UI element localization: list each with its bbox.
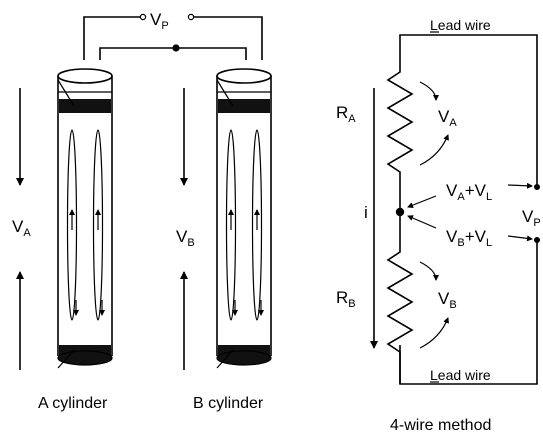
svg-text:VB: VB	[438, 289, 457, 311]
four-wire-circuit: Lead wire Lead wire RA RB i VA	[336, 17, 541, 434]
cylinder-b	[216, 68, 272, 369]
lead-wire-bottom-label: Lead wire	[430, 367, 491, 383]
method-label: 4-wire method	[390, 417, 491, 434]
current-arrow: i	[364, 88, 378, 349]
cylinder-diagram: VP	[12, 10, 272, 412]
svg-text:i: i	[364, 203, 368, 222]
resistor-b: RB	[336, 212, 414, 384]
svg-text:VA: VA	[12, 217, 31, 239]
svg-text:VP: VP	[150, 10, 169, 32]
cylinder-b-label: B cylinder	[193, 395, 264, 412]
cylinder-a	[57, 68, 113, 369]
svg-text:RA: RA	[336, 103, 356, 125]
cylinder-a-label: A cylinder	[38, 395, 108, 412]
va-arrows: VA	[12, 88, 31, 370]
va-plus-vl: VA+VL	[407, 181, 533, 208]
terminal-top	[534, 184, 540, 190]
lead-wire-top	[399, 34, 538, 185]
svg-text:VA+VL: VA+VL	[446, 181, 492, 203]
vp-label: VP	[150, 10, 169, 32]
vp-right-label: VP	[522, 207, 541, 229]
vb-across-rb: VB	[419, 261, 457, 349]
svg-text:VB: VB	[176, 227, 195, 249]
vp-wiring	[83, 13, 263, 60]
vb-plus-vl: VB+VL	[407, 215, 533, 249]
terminal-bottom	[534, 237, 540, 243]
svg-text:VA: VA	[438, 107, 457, 129]
svg-text:RB: RB	[336, 288, 356, 310]
lead-wire-bottom	[399, 240, 538, 385]
svg-text:VB+VL: VB+VL	[446, 227, 492, 249]
lead-wire-top-label: Lead wire	[430, 17, 491, 33]
resistor-a: RA	[336, 65, 414, 212]
vb-arrows: VB	[176, 88, 195, 370]
center-node	[395, 207, 405, 217]
va-across-ra: VA	[419, 81, 457, 166]
